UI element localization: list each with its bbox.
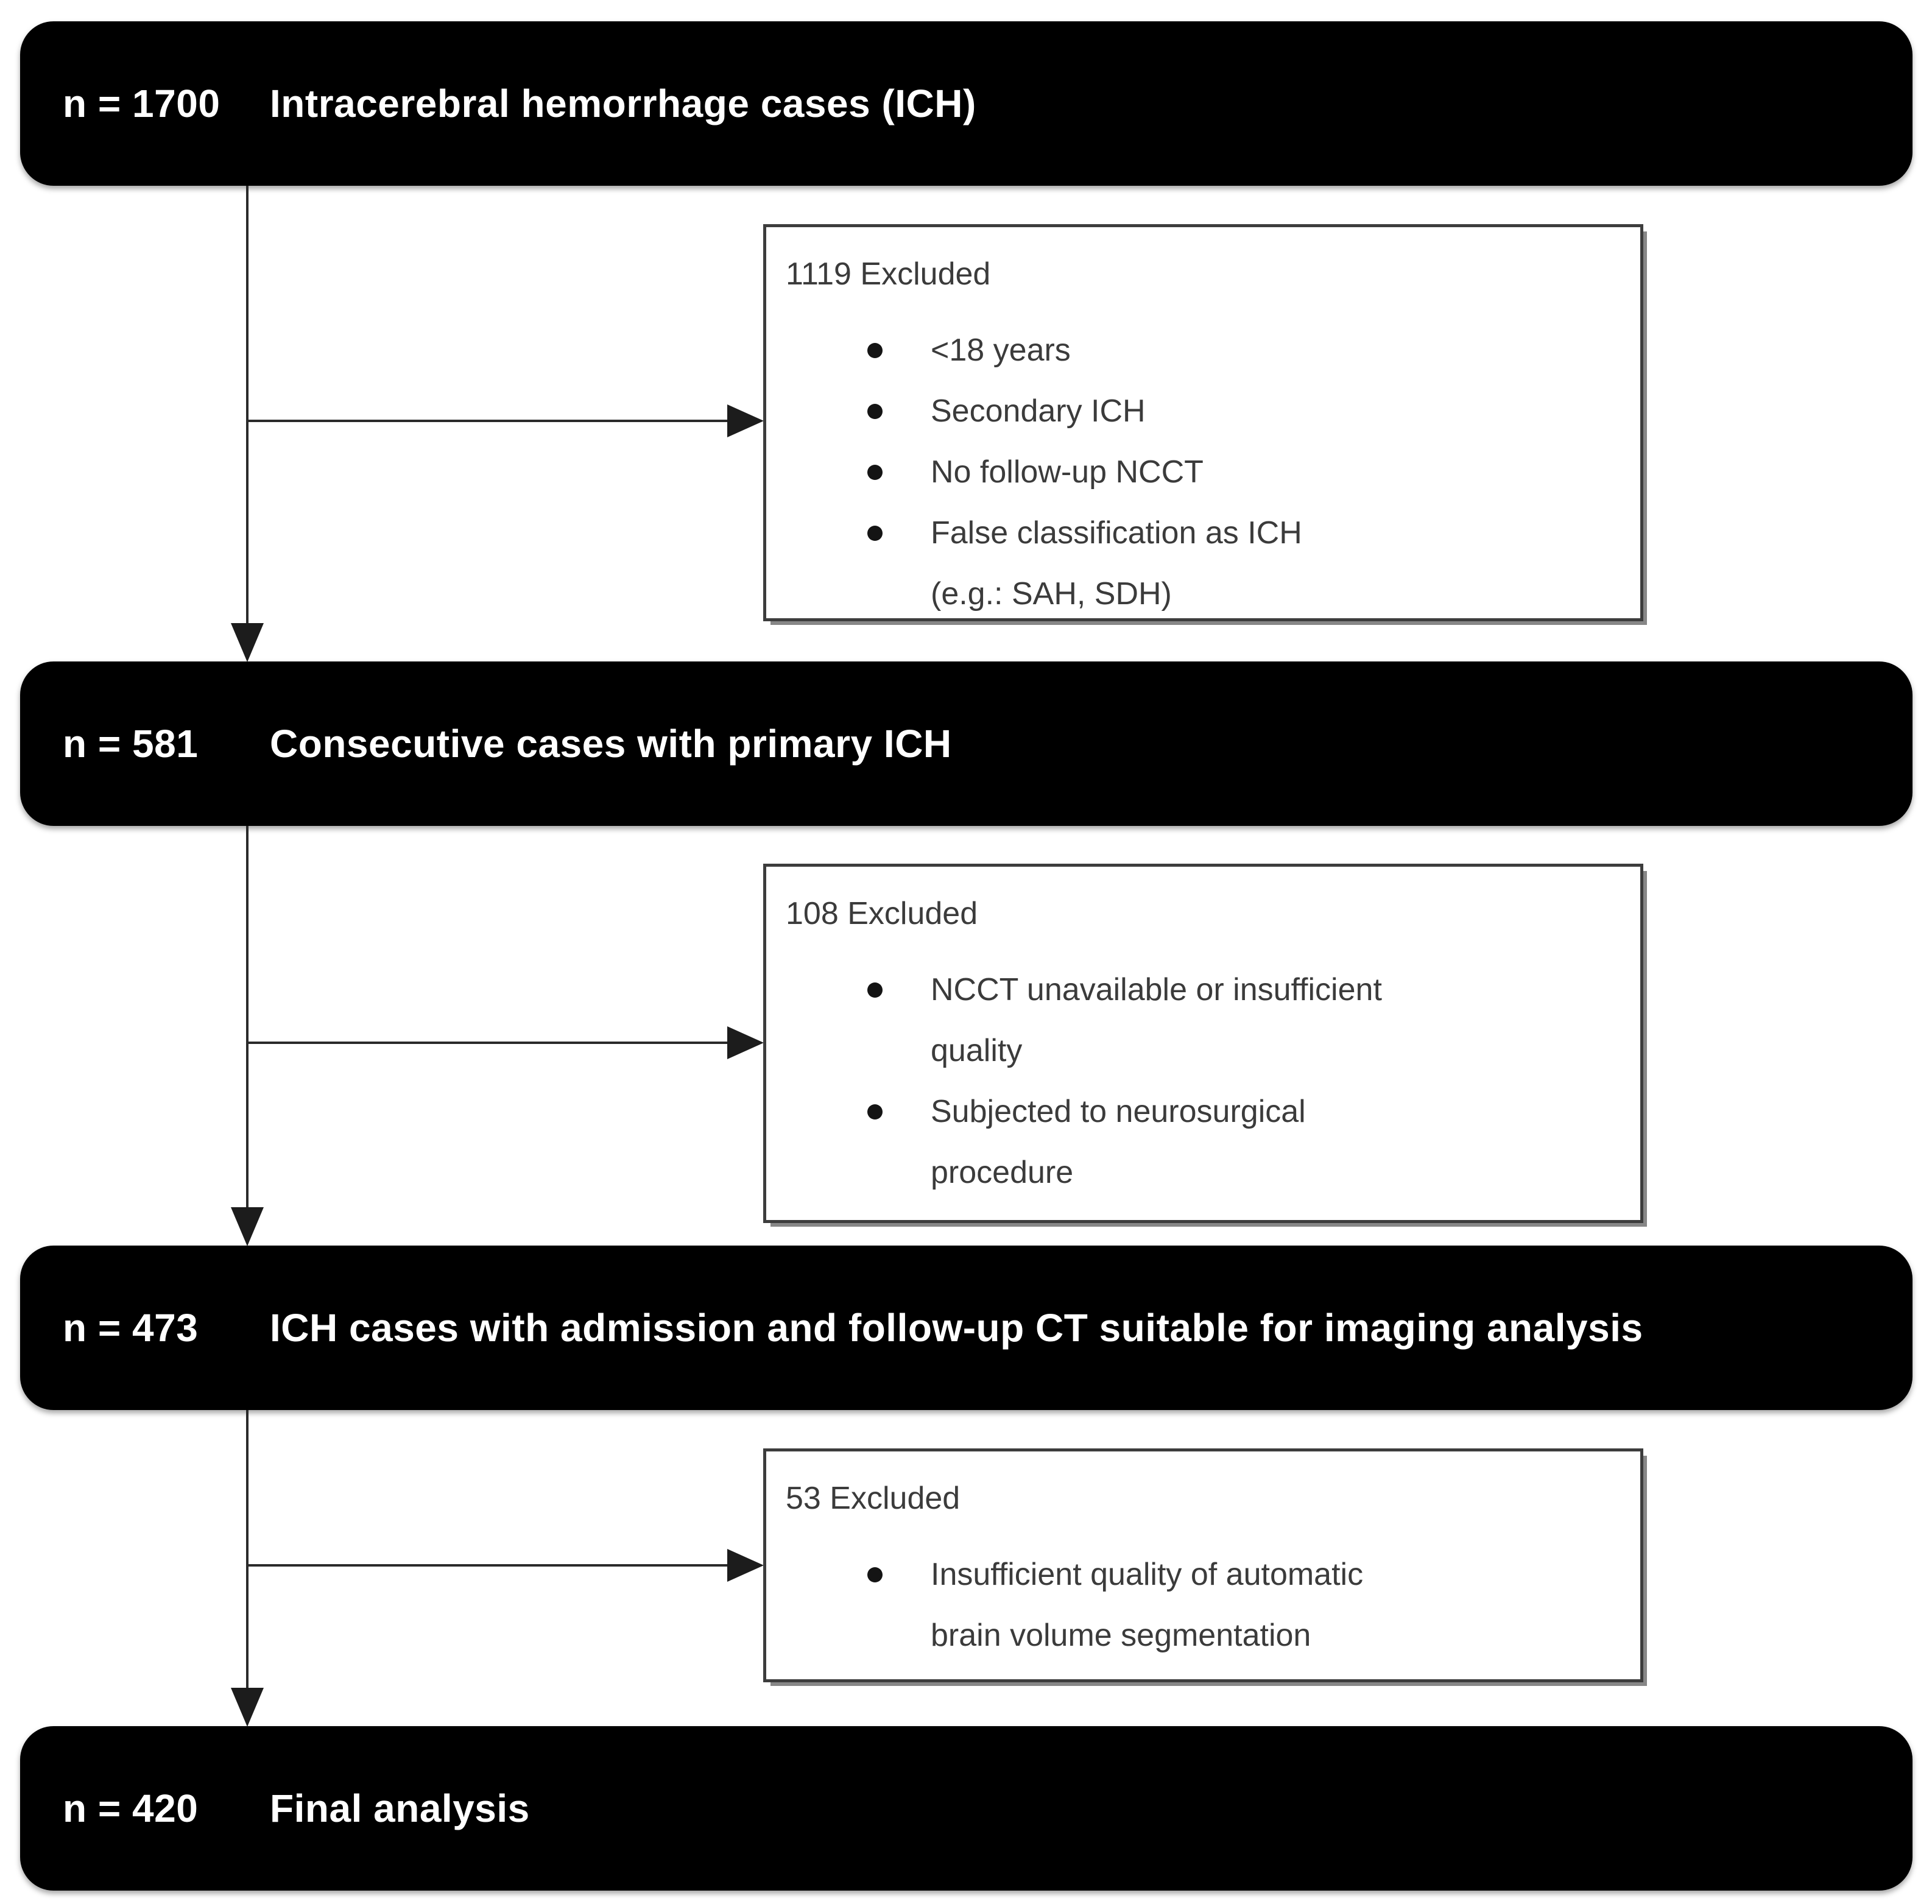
exclusion-box-3: 53 Excluded Insufficient quality of auto…: [763, 1448, 1643, 1682]
arrowhead-right-icon: [727, 404, 764, 437]
stage-label: Final analysis: [270, 1786, 530, 1830]
stage-label: Consecutive cases with primary ICH: [270, 722, 952, 766]
stage-box-final-analysis: n = 420 Final analysis: [20, 1726, 1913, 1891]
arrowhead-down-icon: [231, 1688, 264, 1727]
exclusion-item: NCCT unavailable or insufficient quality: [786, 959, 1618, 1081]
exclusion-box-1: 1119 Excluded <18 years Secondary ICH No…: [763, 224, 1643, 621]
exclusion-header: 53 Excluded: [786, 1481, 961, 1516]
arrowhead-right-icon: [727, 1026, 764, 1059]
exclusion-item: False classification as ICH (e.g.: SAH, …: [786, 502, 1618, 624]
stage-count: n = 420: [63, 1786, 199, 1830]
arrowhead-down-icon: [231, 623, 264, 662]
stage-box-ich-cases: n = 1700 Intracerebral hemorrhage cases …: [20, 21, 1913, 186]
exclusion-list: NCCT unavailable or insufficient quality…: [786, 959, 1618, 1203]
exclusion-item: <18 years: [786, 320, 1618, 381]
arrowhead-down-icon: [231, 1207, 264, 1246]
connector-vertical-3: [246, 1410, 249, 1691]
exclusion-list: Insufficient quality of automatic brain …: [786, 1544, 1618, 1666]
stage-count: n = 473: [63, 1306, 199, 1350]
stage-box-primary-ich: n = 581 Consecutive cases with primary I…: [20, 661, 1913, 826]
connector-branch-3: [246, 1564, 730, 1567]
connector-branch-1: [246, 420, 730, 422]
exclusion-list: <18 years Secondary ICH No follow-up NCC…: [786, 320, 1618, 624]
exclusion-item: Insufficient quality of automatic brain …: [786, 1544, 1618, 1666]
stage-label: ICH cases with admission and follow-up C…: [270, 1306, 1643, 1350]
exclusion-box-2: 108 Excluded NCCT unavailable or insuffi…: [763, 864, 1643, 1223]
exclusion-header: 1119 Excluded: [786, 256, 991, 292]
exclusion-item: Secondary ICH: [786, 381, 1618, 442]
stage-box-imaging-suitable: n = 473 ICH cases with admission and fol…: [20, 1246, 1913, 1410]
stage-count: n = 1700: [63, 82, 220, 125]
stage-count: n = 581: [63, 722, 199, 766]
stage-label: Intracerebral hemorrhage cases (ICH): [270, 82, 976, 125]
connector-vertical-1: [246, 186, 249, 626]
exclusion-item: Subjected to neurosurgical procedure: [786, 1081, 1618, 1203]
connector-branch-2: [246, 1042, 730, 1044]
exclusion-header: 108 Excluded: [786, 896, 978, 931]
exclusion-item: No follow-up NCCT: [786, 442, 1618, 502]
connector-vertical-2: [246, 826, 249, 1210]
arrowhead-right-icon: [727, 1549, 764, 1582]
